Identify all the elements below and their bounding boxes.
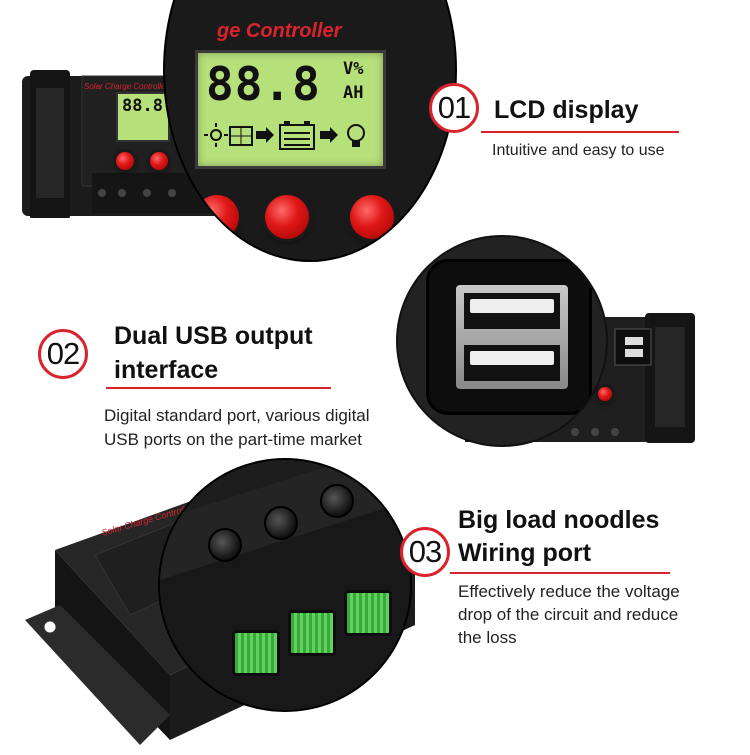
section-desc-wiring-line1: Effectively reduce the voltage xyxy=(458,582,680,601)
section-title-lcd: LCD display xyxy=(494,96,639,124)
usb-port-top[interactable] xyxy=(464,293,560,329)
battery-icon xyxy=(279,121,315,150)
title-underline-03 xyxy=(450,572,670,574)
terminal-zoom-circle xyxy=(160,460,410,710)
section-desc-usb-line1: Digital standard port, various digital xyxy=(104,406,370,425)
terminal-screw-1[interactable] xyxy=(208,528,242,562)
section-desc-usb-line2: USB ports on the part-time market xyxy=(104,430,362,449)
section-number-01: 01 xyxy=(429,83,479,133)
solar-panel-icon xyxy=(229,126,253,146)
terminal-screw-2[interactable] xyxy=(264,506,298,540)
lcd-reading: 88.8 xyxy=(206,57,321,111)
usb-tongue-top xyxy=(470,299,554,313)
section-number-02: 02 xyxy=(38,329,88,379)
usb-zoom-circle xyxy=(398,237,606,445)
lcd-zoom-circle: ge Controller 88.8 V% AH xyxy=(165,0,455,260)
small-lcd-reading: 88.8 xyxy=(122,96,163,116)
sun-icon xyxy=(204,123,228,147)
section-desc-lcd: Intuitive and easy to use xyxy=(492,142,665,159)
up-button[interactable] xyxy=(265,195,309,239)
side-button[interactable] xyxy=(598,387,612,401)
section-desc-wiring-line3: the loss xyxy=(458,628,517,647)
light-bulb-icon xyxy=(347,124,365,147)
terminal-screw-3[interactable] xyxy=(320,484,354,518)
wire-terminal-3[interactable] xyxy=(344,590,392,636)
title-underline-01 xyxy=(481,131,679,133)
arrow-icon-2 xyxy=(320,127,338,143)
wire-terminal-1[interactable] xyxy=(232,630,280,676)
small-lcd-screen: 88.8 xyxy=(116,92,170,142)
terminal-block xyxy=(160,460,410,710)
section-title-usb-line1: Dual USB output xyxy=(114,322,313,350)
section-title-wiring-line1: Big load noodles xyxy=(458,506,660,534)
small-set-button[interactable] xyxy=(150,152,168,170)
section-desc-wiring-line2: drop of the circuit and reduce xyxy=(458,605,679,624)
zoom-brand-label: ge Controller xyxy=(217,20,342,42)
usb-port-bottom[interactable] xyxy=(464,345,560,381)
title-underline-02 xyxy=(106,387,331,389)
small-menu-button[interactable] xyxy=(116,152,134,170)
device-brand-label: Solar Charge Controller xyxy=(84,82,169,91)
lcd-units-bottom: AH xyxy=(343,83,364,103)
set-button[interactable] xyxy=(350,195,394,239)
menu-button[interactable] xyxy=(195,195,239,239)
section-number-03: 03 xyxy=(400,527,450,577)
usb-tongue-bottom xyxy=(470,351,554,365)
section-title-usb-line2: interface xyxy=(114,356,219,384)
lcd-screen: 88.8 V% AH xyxy=(195,50,386,169)
wire-terminal-2[interactable] xyxy=(288,610,336,656)
lcd-flow-icons xyxy=(204,121,365,150)
arrow-icon xyxy=(256,127,274,143)
section-title-wiring-line2: Wiring port xyxy=(458,539,592,567)
lcd-units-top: V% xyxy=(343,59,364,79)
